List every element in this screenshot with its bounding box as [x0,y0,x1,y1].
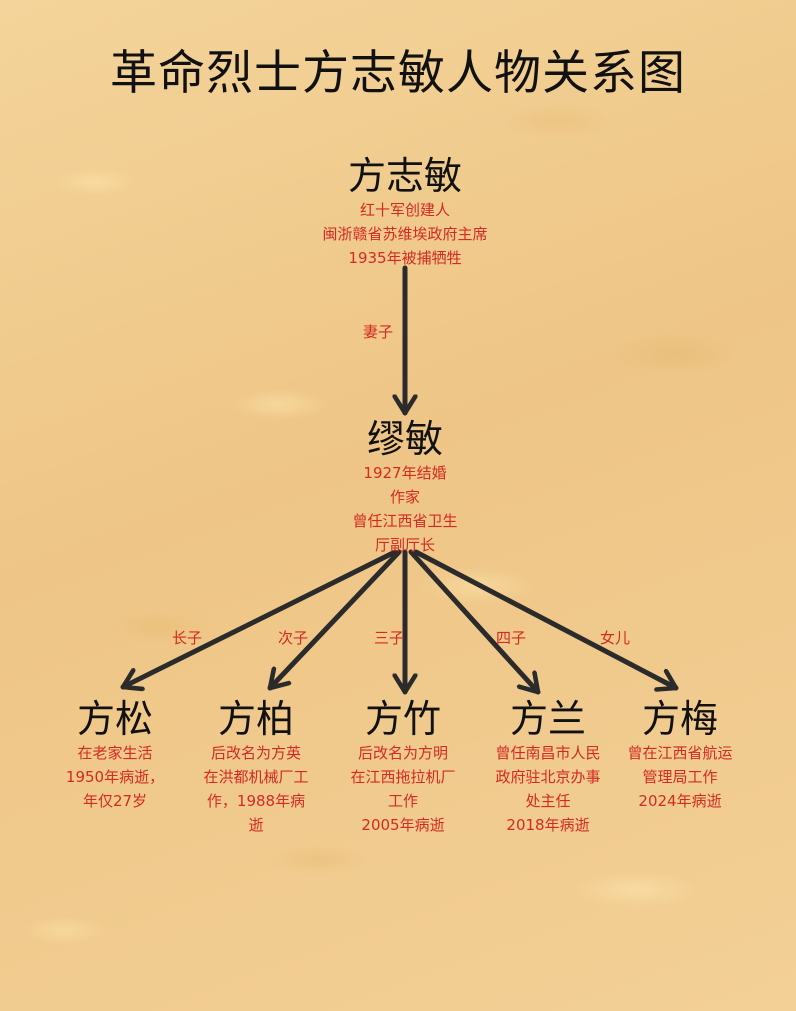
node-desc-line: 1935年被捕牺牲 [348,249,462,267]
node-desc-line: 在老家生活 [77,744,153,762]
node-name: 方兰 [509,697,586,741]
node-desc-line: 后改名为方明 [357,744,448,762]
node-desc-line: 作家 [389,488,420,506]
node-desc-line: 1950年病逝， [65,768,165,786]
node-desc-line: 作，1988年病 [206,792,306,810]
node-fang-zhu: 方竹 后改名为方明 在江西拖拉机厂 工作 2005年病逝 [333,697,473,837]
edge-label-child-3: 三子 [374,629,405,647]
node-desc-line: 2024年病逝 [638,792,722,810]
node-desc-line: 2005年病逝 [361,816,445,834]
node-fang-bai: 方柏 后改名为方英 在洪都机械厂工 作，1988年病 逝 [186,697,326,837]
node-desc-line: 2018年病逝 [506,816,590,834]
node-desc-line: 年仅27岁 [82,792,148,810]
edge-label-child-5: 女儿 [600,629,631,647]
node-desc-line: 红十军创建人 [359,201,450,219]
node-desc-line: 管理局工作 [642,768,718,786]
node-name: 方竹 [364,697,441,741]
node-desc-line: 厅副厅长 [374,536,435,554]
edge-label-spouse: 妻子 [363,323,394,341]
node-fang-mei: 方梅 曾在江西省航运 管理局工作 2024年病逝 [610,697,750,813]
node-fang-zhimin: 方志敏 红十军创建人 闽浙赣省苏维埃政府主席 1935年被捕牺牲 [255,154,555,270]
node-desc-line: 处主任 [525,792,571,810]
node-fang-song: 方松 在老家生活 1950年病逝， 年仅27岁 [45,697,185,813]
diagram-title: 革命烈士方志敏人物关系图 [110,46,686,101]
node-desc-line: 政府驻北京办事 [495,768,601,786]
node-desc-line: 曾任南昌市人民 [495,744,601,762]
node-fang-lan: 方兰 曾任南昌市人民 政府驻北京办事 处主任 2018年病逝 [478,697,618,837]
arrow-to-child-5 [413,549,679,688]
node-desc-line: 后改名为方英 [210,744,301,762]
node-name: 方志敏 [347,154,462,198]
node-desc-line: 工作 [387,792,418,810]
node-desc-line: 曾任江西省卫生 [352,512,458,530]
node-desc-line: 1927年结婚 [363,464,447,482]
arrow-to-child-4 [408,549,541,695]
node-name: 方梅 [641,697,718,741]
node-desc-line: 逝 [248,816,264,834]
node-desc-line: 闽浙赣省苏维埃政府主席 [322,225,488,243]
node-miao-min: 缪敏 1927年结婚 作家 曾任江西省卫生 厅副厅长 [305,417,505,557]
edge-label-child-1: 长子 [172,629,203,647]
edge-label-child-2: 次子 [278,629,309,647]
edge-label-child-4: 四子 [496,629,527,647]
node-name: 方松 [76,697,153,741]
node-name: 方柏 [217,697,294,741]
arrow-to-child-2 [267,549,402,691]
arrow-to-child-1 [120,549,398,687]
node-desc-line: 曾在江西省航运 [627,744,733,762]
node-desc-line: 在江西拖拉机厂 [350,768,456,786]
node-name: 缪敏 [366,417,443,461]
node-desc-line: 在洪都机械厂工 [203,768,309,786]
